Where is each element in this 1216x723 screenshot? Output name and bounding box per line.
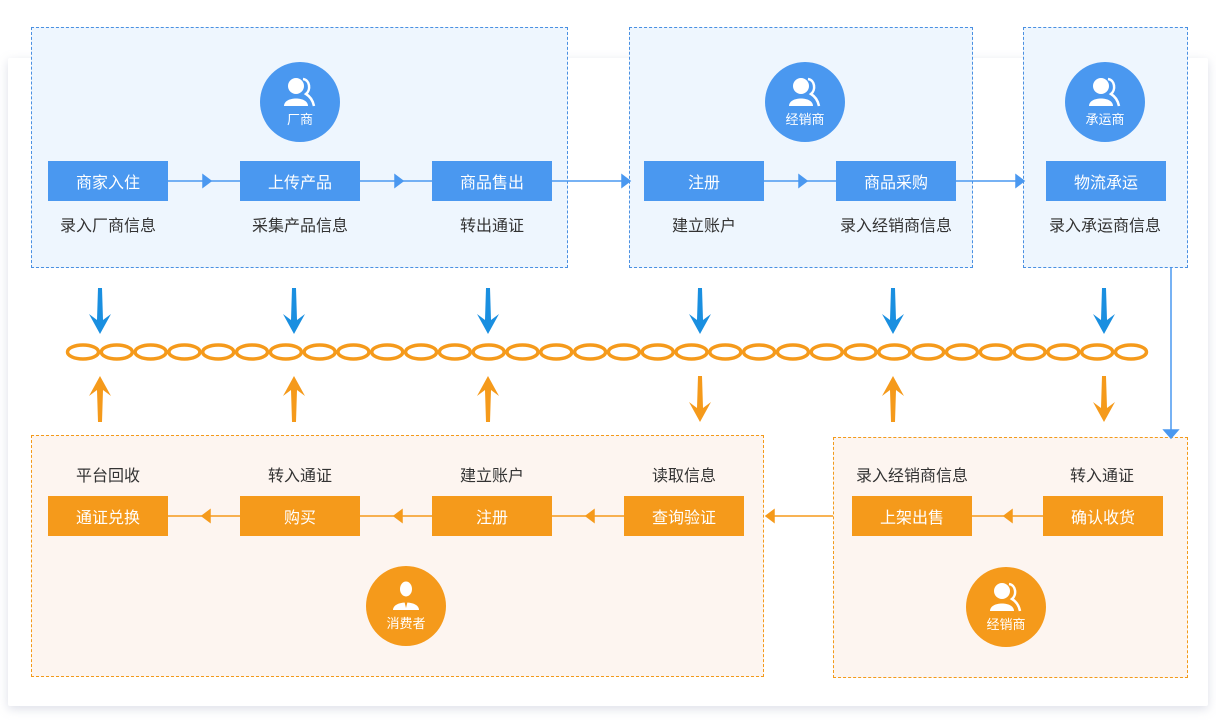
person-tie-icon — [393, 581, 419, 610]
step-caption: 录入承运商信息 — [1048, 216, 1161, 235]
step-list-for-sale[interactable]: 上架出售 — [852, 496, 972, 536]
step-caption: 转入通证 — [267, 466, 332, 485]
users-icon — [990, 582, 1022, 611]
role-label: 经销商 — [785, 112, 825, 128]
step-purchase[interactable]: 商品采购 — [836, 161, 956, 201]
role-label: 厂商 — [286, 112, 313, 128]
step-merchant-onboard[interactable]: 商家入住 — [48, 161, 168, 201]
step-upload-product[interactable]: 上传产品 — [240, 161, 360, 201]
distributor-role: 经销商 — [765, 62, 845, 142]
manufacturer-role: 厂商 — [260, 62, 340, 142]
step-consumer-register[interactable]: 注册 — [432, 496, 552, 536]
step-token-exchange[interactable]: 通证兑换 — [48, 496, 168, 536]
step-caption: 读取信息 — [651, 466, 716, 485]
step-caption: 转出通证 — [459, 216, 524, 235]
distributor-sales-role: 经销商 — [966, 567, 1046, 647]
carrier-role: 承运商 — [1065, 62, 1145, 142]
users-icon — [789, 77, 821, 106]
role-label: 经销商 — [986, 617, 1026, 633]
step-caption: 建立账户 — [671, 216, 736, 235]
step-confirm-receipt[interactable]: 确认收货 — [1043, 496, 1163, 536]
step-caption: 平台回收 — [75, 466, 140, 485]
step-caption: 采集产品信息 — [251, 216, 348, 235]
step-query-verify[interactable]: 查询验证 — [624, 496, 744, 536]
users-icon — [284, 77, 316, 106]
step-caption: 转入通证 — [1069, 466, 1134, 485]
step-caption: 录入经销商信息 — [855, 466, 968, 485]
step-product-sold[interactable]: 商品售出 — [432, 161, 552, 201]
role-label: 消费者 — [386, 616, 426, 632]
step-caption: 建立账户 — [459, 466, 524, 485]
step-logistics[interactable]: 物流承运 — [1046, 161, 1166, 201]
consumer-role: 消费者 — [366, 566, 446, 646]
users-icon — [1089, 77, 1121, 106]
step-caption: 录入厂商信息 — [59, 216, 156, 235]
step-register[interactable]: 注册 — [644, 161, 764, 201]
role-label: 承运商 — [1085, 112, 1125, 128]
step-buy[interactable]: 购买 — [240, 496, 360, 536]
step-caption: 录入经销商信息 — [839, 216, 952, 235]
distributor-sales-group — [833, 437, 1188, 678]
